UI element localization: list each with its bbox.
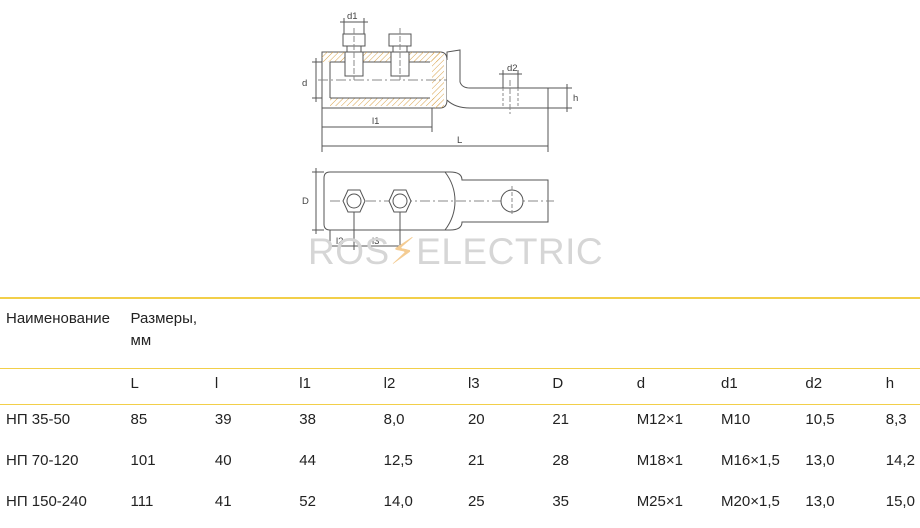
- column-header-empty: [0, 368, 125, 405]
- table-cell: М18×1: [630, 445, 716, 487]
- column-header-6: d: [630, 368, 716, 405]
- cable-lug-drawing: d1 d2 d h l1 L D l2 l3: [302, 11, 578, 250]
- dim-label-l1: l1: [372, 116, 379, 127]
- table-cell: 39: [208, 404, 294, 446]
- dims-header: Размеры,мм: [124, 297, 920, 369]
- top-view-labels: D l2 l3: [302, 196, 379, 247]
- table-cell: 52: [293, 486, 378, 528]
- table-cell: 8,3: [879, 404, 920, 446]
- side-view-labels: d1 d2 d h l1 L: [302, 11, 578, 146]
- column-header-0: L: [124, 368, 209, 405]
- table-cell: М12×1: [630, 404, 716, 446]
- table-cell: 111: [124, 486, 209, 528]
- table-cell: М20×1,5: [715, 486, 800, 528]
- table-cell: 8,0: [377, 404, 462, 446]
- top-view: [312, 168, 554, 250]
- table-cell: 85: [124, 404, 209, 446]
- column-header-8: d2: [799, 368, 880, 405]
- table-cell: 21: [546, 404, 631, 446]
- row-name: НП 70-120: [0, 445, 125, 487]
- table-cell: 15,0: [879, 486, 920, 528]
- table-cell: 44: [293, 445, 378, 487]
- table-cell: 12,5: [377, 445, 462, 487]
- dim-label-d2: d2: [507, 63, 518, 74]
- table-cell: М25×1: [630, 486, 716, 528]
- column-header-5: D: [546, 368, 631, 405]
- row-name: НП 150-240: [0, 486, 125, 528]
- table-cell: 20: [461, 404, 547, 446]
- table-cell: 13,0: [799, 486, 880, 528]
- dim-label-d1: d1: [347, 11, 358, 22]
- table-cell: 38: [293, 404, 378, 446]
- watermark-logo: ROS⚡ELECTRIC: [308, 231, 604, 272]
- bolt-2: [388, 28, 412, 80]
- dim-label-d: d: [302, 78, 307, 89]
- bolt-1: [342, 28, 366, 80]
- dim-label-D: D: [302, 196, 309, 207]
- table-cell: 41: [208, 486, 294, 528]
- dim-label-l2: l2: [336, 236, 343, 247]
- column-header-4: l3: [461, 368, 547, 405]
- column-header-7: d1: [715, 368, 800, 405]
- column-header-1: l: [208, 368, 294, 405]
- table-cell: 14,0: [377, 486, 462, 528]
- dim-label-h: h: [573, 93, 578, 104]
- table-cell: 25: [461, 486, 547, 528]
- table-cell: 40: [208, 445, 294, 487]
- dim-label-L: L: [457, 135, 462, 146]
- table-cell: 13,0: [799, 445, 880, 487]
- table-cell: М16×1,5: [715, 445, 800, 487]
- table-cell: 10,5: [799, 404, 880, 446]
- side-view: [312, 18, 572, 152]
- name-header: Наименование: [0, 297, 125, 369]
- column-header-9: h: [879, 368, 920, 405]
- table-cell: М10: [715, 404, 800, 446]
- table-cell: 21: [461, 445, 547, 487]
- column-header-3: l2: [377, 368, 462, 405]
- table-cell: 28: [546, 445, 631, 487]
- table-cell: 14,2: [879, 445, 920, 487]
- row-name: НП 35-50: [0, 404, 125, 446]
- dim-label-l3: l3: [372, 236, 379, 247]
- table-header-row: Наименование Размеры,мм: [0, 297, 920, 369]
- table-cell: 35: [546, 486, 631, 528]
- table-cell: 101: [124, 445, 209, 487]
- column-header-2: l1: [293, 368, 378, 405]
